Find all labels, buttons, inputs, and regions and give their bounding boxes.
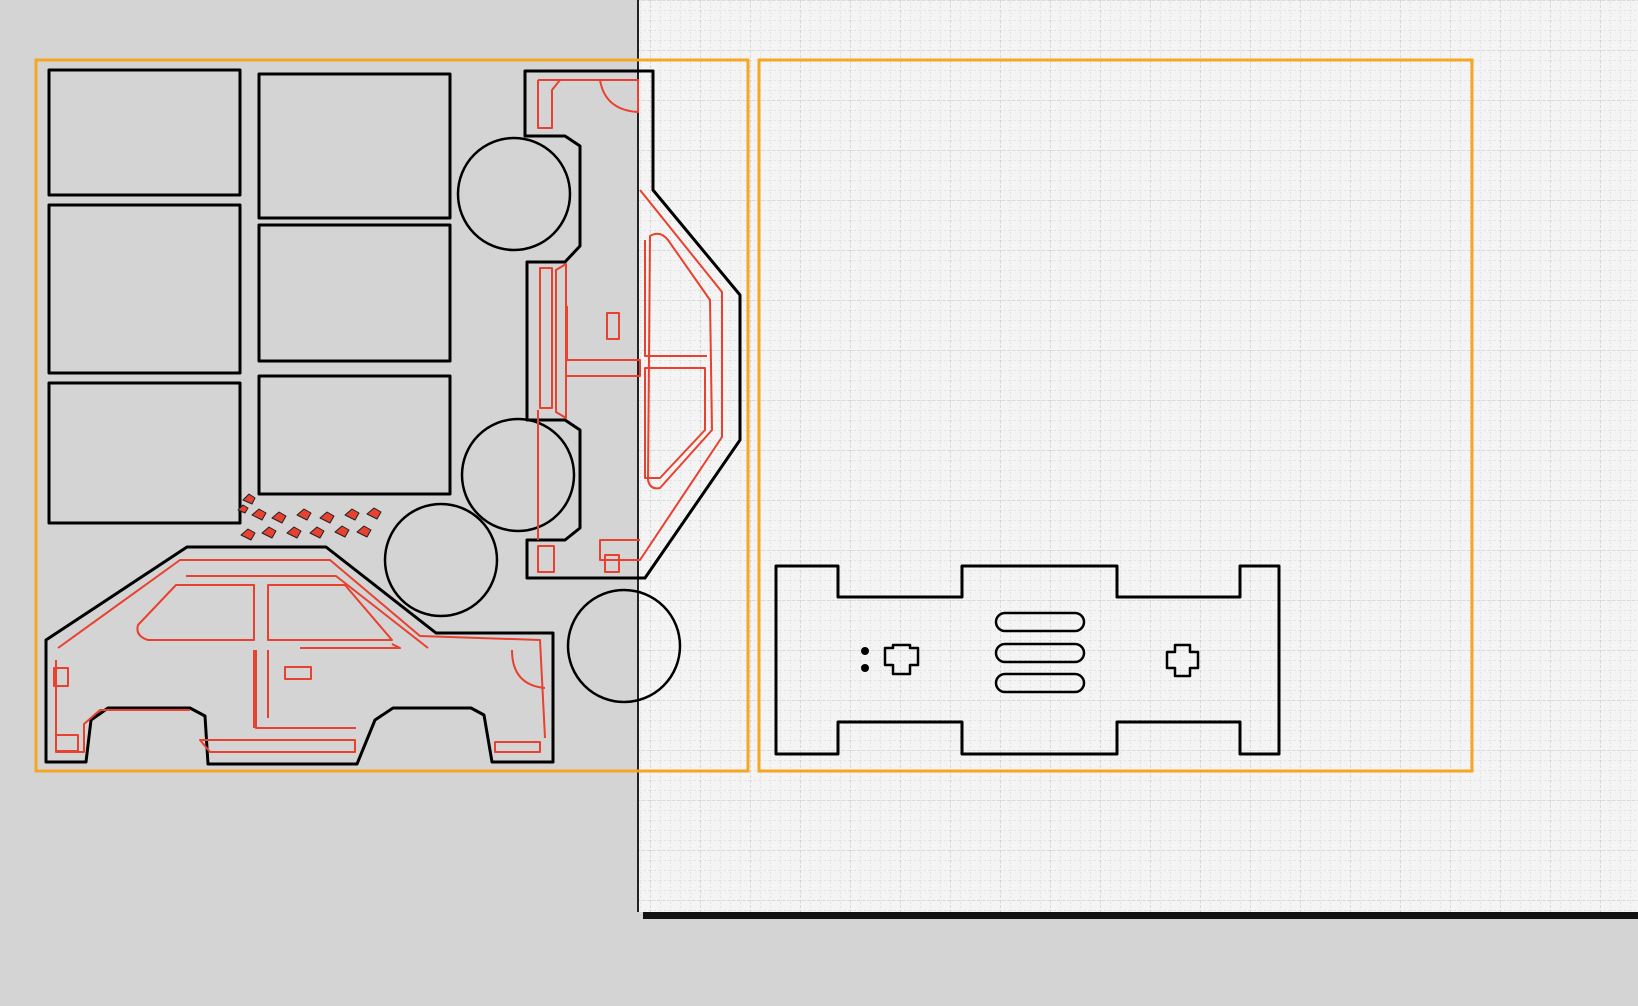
axle-slot [994, 611, 1086, 633]
panel-part[interactable] [47, 203, 242, 375]
selection-box-left[interactable] [34, 58, 750, 773]
car-body-horizontal[interactable] [44, 545, 555, 766]
panel-parts [47, 68, 452, 525]
axle-slot [994, 672, 1086, 694]
panel-part[interactable] [47, 68, 242, 197]
pin-dot [861, 664, 869, 672]
selection-boxes [34, 58, 1474, 773]
panel-part[interactable] [257, 374, 452, 496]
axle-slot [994, 642, 1086, 664]
cross-hole-right [1165, 643, 1200, 678]
flame-marks[interactable] [237, 493, 382, 541]
axle-slots [994, 611, 1086, 694]
material-sheet [637, 0, 1638, 919]
cross-hole-left [883, 643, 920, 676]
wheel-part[interactable] [383, 502, 499, 618]
panel-part[interactable] [47, 381, 242, 525]
wheel-parts [383, 136, 682, 704]
panel-part[interactable] [257, 223, 452, 363]
selection-box-right[interactable] [757, 58, 1474, 773]
chassis-part[interactable] [774, 564, 1281, 756]
wheel-part[interactable] [456, 136, 572, 252]
wheel-part[interactable] [460, 417, 576, 533]
car-side-vertical[interactable] [523, 69, 742, 580]
panel-part[interactable] [257, 72, 452, 220]
pin-dot [861, 647, 869, 655]
left-part-group[interactable] [44, 68, 742, 766]
wheel-part[interactable] [566, 588, 682, 704]
